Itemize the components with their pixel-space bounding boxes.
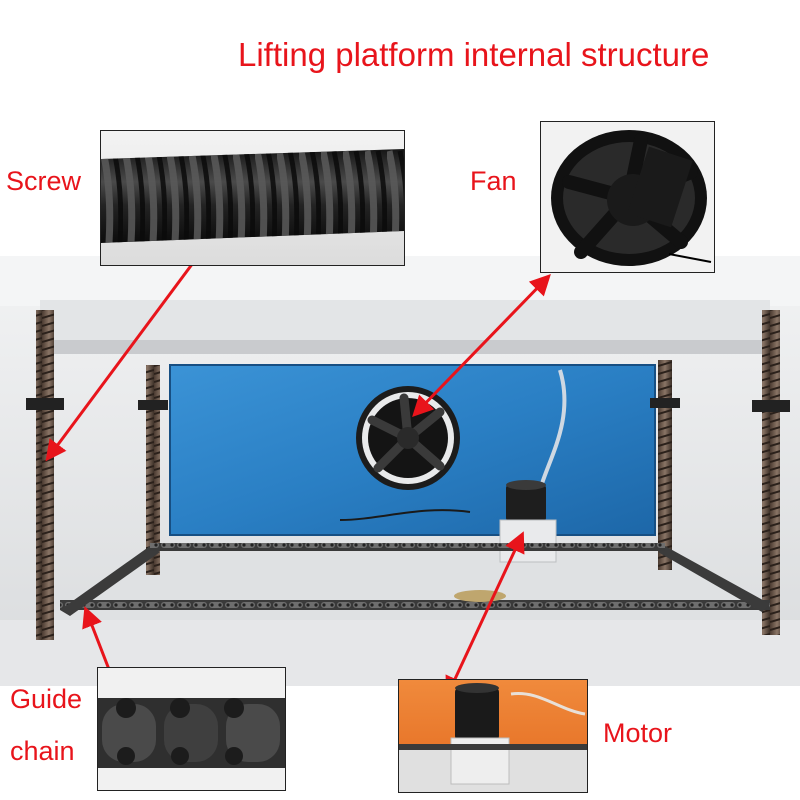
motor-label: Motor bbox=[603, 718, 673, 748]
fan-label: Fan bbox=[470, 166, 517, 196]
screw-closeup-inset bbox=[100, 130, 405, 266]
guide-chain-label-line1: Guide bbox=[10, 684, 83, 714]
page-title: Lifting platform internal structure bbox=[238, 36, 710, 73]
screw-label: Screw bbox=[6, 166, 82, 196]
cabinet-fan bbox=[356, 386, 460, 490]
fan-closeup-inset bbox=[540, 121, 715, 273]
guide-chain-label-line2: chain bbox=[10, 736, 75, 766]
cabinet-motor bbox=[499, 480, 557, 563]
motor-closeup-inset bbox=[398, 679, 588, 793]
guide-chain-closeup-inset bbox=[97, 667, 286, 791]
